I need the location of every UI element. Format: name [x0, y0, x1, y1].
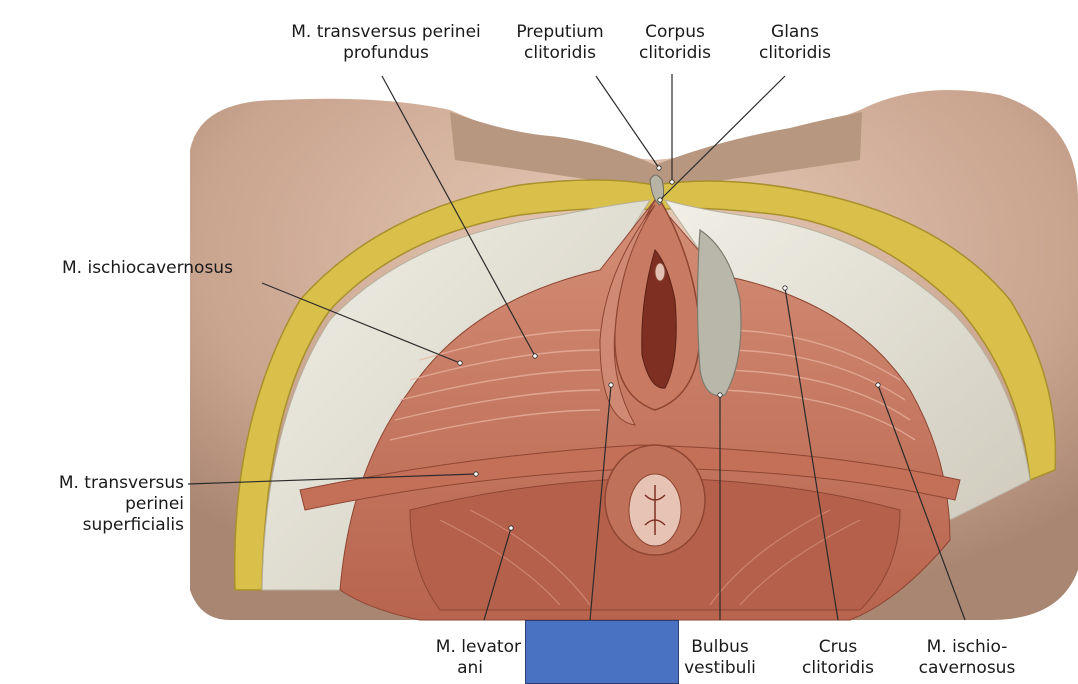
label-ischiocavernosus-right: M. ischio- cavernosus — [912, 637, 1022, 679]
label-line: perinei — [125, 494, 184, 514]
muscle-fibers — [389, 329, 916, 441]
anal-folds — [644, 485, 666, 535]
masked-label-box — [525, 620, 679, 684]
leader-transversus-superficialis — [187, 473, 477, 485]
label-levator-ani: M. levator ani — [395, 637, 521, 679]
leader-transversus-profundus — [381, 75, 536, 357]
label-line: profundus — [343, 43, 429, 63]
fat-rim — [233, 179, 1057, 591]
leader-glans — [659, 75, 786, 201]
label-line: M. levator — [435, 637, 521, 657]
label-line: clitoridis — [524, 43, 596, 63]
label-transversus-superficialis: M. transversus perinei superficialis — [0, 473, 184, 536]
leader-crus — [784, 287, 839, 621]
bulbus-vestibuli — [696, 228, 742, 397]
label-transversus-profundus: M. transversus perinei profundus — [276, 22, 496, 64]
label-line: M. ischio- — [926, 637, 1008, 657]
leader-ischiocavernosus-left — [261, 282, 461, 364]
vaginal-opening — [641, 248, 677, 389]
leader-bulbospongiosus — [589, 384, 612, 621]
label-line: clitoridis — [639, 43, 711, 63]
label-line: Preputium — [516, 22, 604, 42]
levator-fibers — [439, 509, 861, 606]
label-line: ani — [457, 658, 483, 678]
label-line: clitoridis — [802, 658, 874, 678]
label-ischiocavernosus-left: M. ischiocavernosus — [62, 258, 233, 279]
label-line: M. transversus — [58, 473, 184, 493]
pubic-region — [450, 112, 862, 190]
label-line: Corpus — [645, 22, 705, 42]
label-line: superficialis — [82, 515, 184, 535]
label-glans: Glans clitoridis — [745, 22, 845, 64]
leader-ischiocavernosus-right — [877, 384, 966, 621]
bulbospongiosus-left — [599, 204, 656, 426]
label-line: cavernosus — [918, 658, 1016, 678]
leader-dots — [457, 165, 881, 531]
label-preputium: Preputium clitoridis — [505, 22, 615, 64]
leader-lines — [187, 74, 966, 621]
transversus-superficialis-band — [299, 444, 961, 511]
label-line: M. transversus perinei — [291, 22, 481, 42]
urethral-orifice — [654, 262, 666, 282]
leader-levator-ani — [483, 527, 512, 621]
label-line: Crus — [818, 637, 858, 657]
label-line: clitoridis — [759, 43, 831, 63]
label-line: M. ischiocavernosus — [62, 258, 233, 278]
label-corpus: Corpus clitoridis — [627, 22, 723, 64]
label-line: Bulbus — [691, 637, 749, 657]
label-line: vestibuli — [684, 658, 756, 678]
label-bulbus: Bulbus vestibuli — [683, 637, 757, 679]
label-line: Glans — [771, 22, 819, 42]
leader-preputium — [595, 75, 660, 169]
label-crus: Crus clitoridis — [790, 637, 886, 679]
